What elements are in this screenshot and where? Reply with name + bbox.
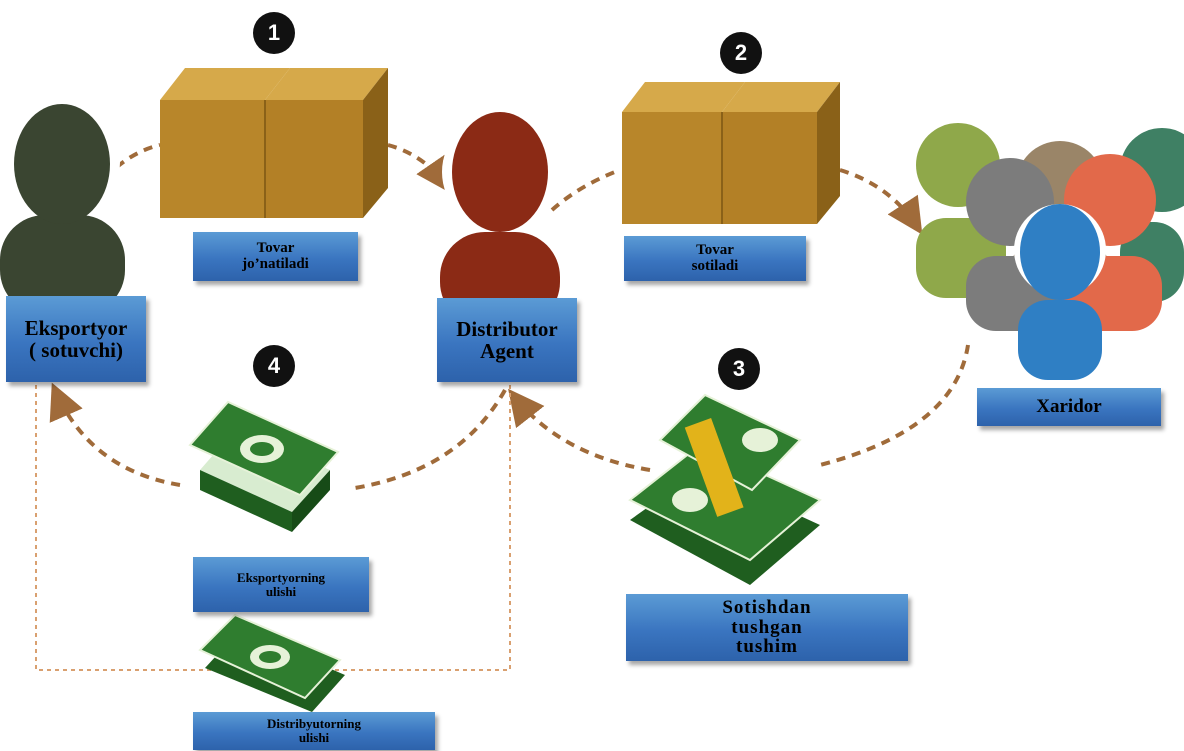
arrow-distributor-to-boxes2 [550, 168, 621, 212]
arrow-distributor-to-money4 [354, 389, 507, 490]
exporter-person-icon [0, 104, 125, 315]
arrow-money4-to-exporter [49, 382, 181, 487]
arrow-buyer-to-money3 [819, 344, 970, 467]
goods-sent-label: Tovar jo’natiladi [193, 232, 358, 281]
money-stack-revenue-icon [628, 393, 822, 585]
sales-revenue-label: Sotishdan tushgan tushim [626, 594, 908, 661]
step-3-badge: 3 [718, 348, 760, 390]
flow-arrows [49, 143, 970, 490]
goods-sold-label: Tovar sotiladi [624, 236, 806, 281]
money-stack-distributor-share-icon [198, 613, 345, 712]
step-1-badge: 1 [253, 12, 295, 54]
buyer-label: Xaridor [977, 388, 1161, 426]
arrow-boxes2-to-buyer [839, 168, 923, 235]
distributor-share-label: Distribyutorning ulishi [193, 712, 435, 750]
buyer-crowd-icon [916, 123, 1184, 380]
distributor-label: Distributor Agent [437, 298, 577, 382]
arrow-money3-to-distributor [508, 388, 651, 472]
goods-boxes-1-icon [160, 68, 388, 218]
exporter-label: Eksportyor ( sotuvchi) [6, 296, 146, 382]
exporter-share-label: Eksportyorning ulishi [193, 557, 369, 612]
step-2-badge: 2 [720, 32, 762, 74]
distributor-person-icon [440, 112, 560, 327]
goods-boxes-2-icon [622, 82, 840, 224]
step-4-badge: 4 [253, 345, 295, 387]
arrow-boxes-to-distributor [387, 143, 452, 194]
money-stack-exporter-share-icon [188, 400, 340, 532]
